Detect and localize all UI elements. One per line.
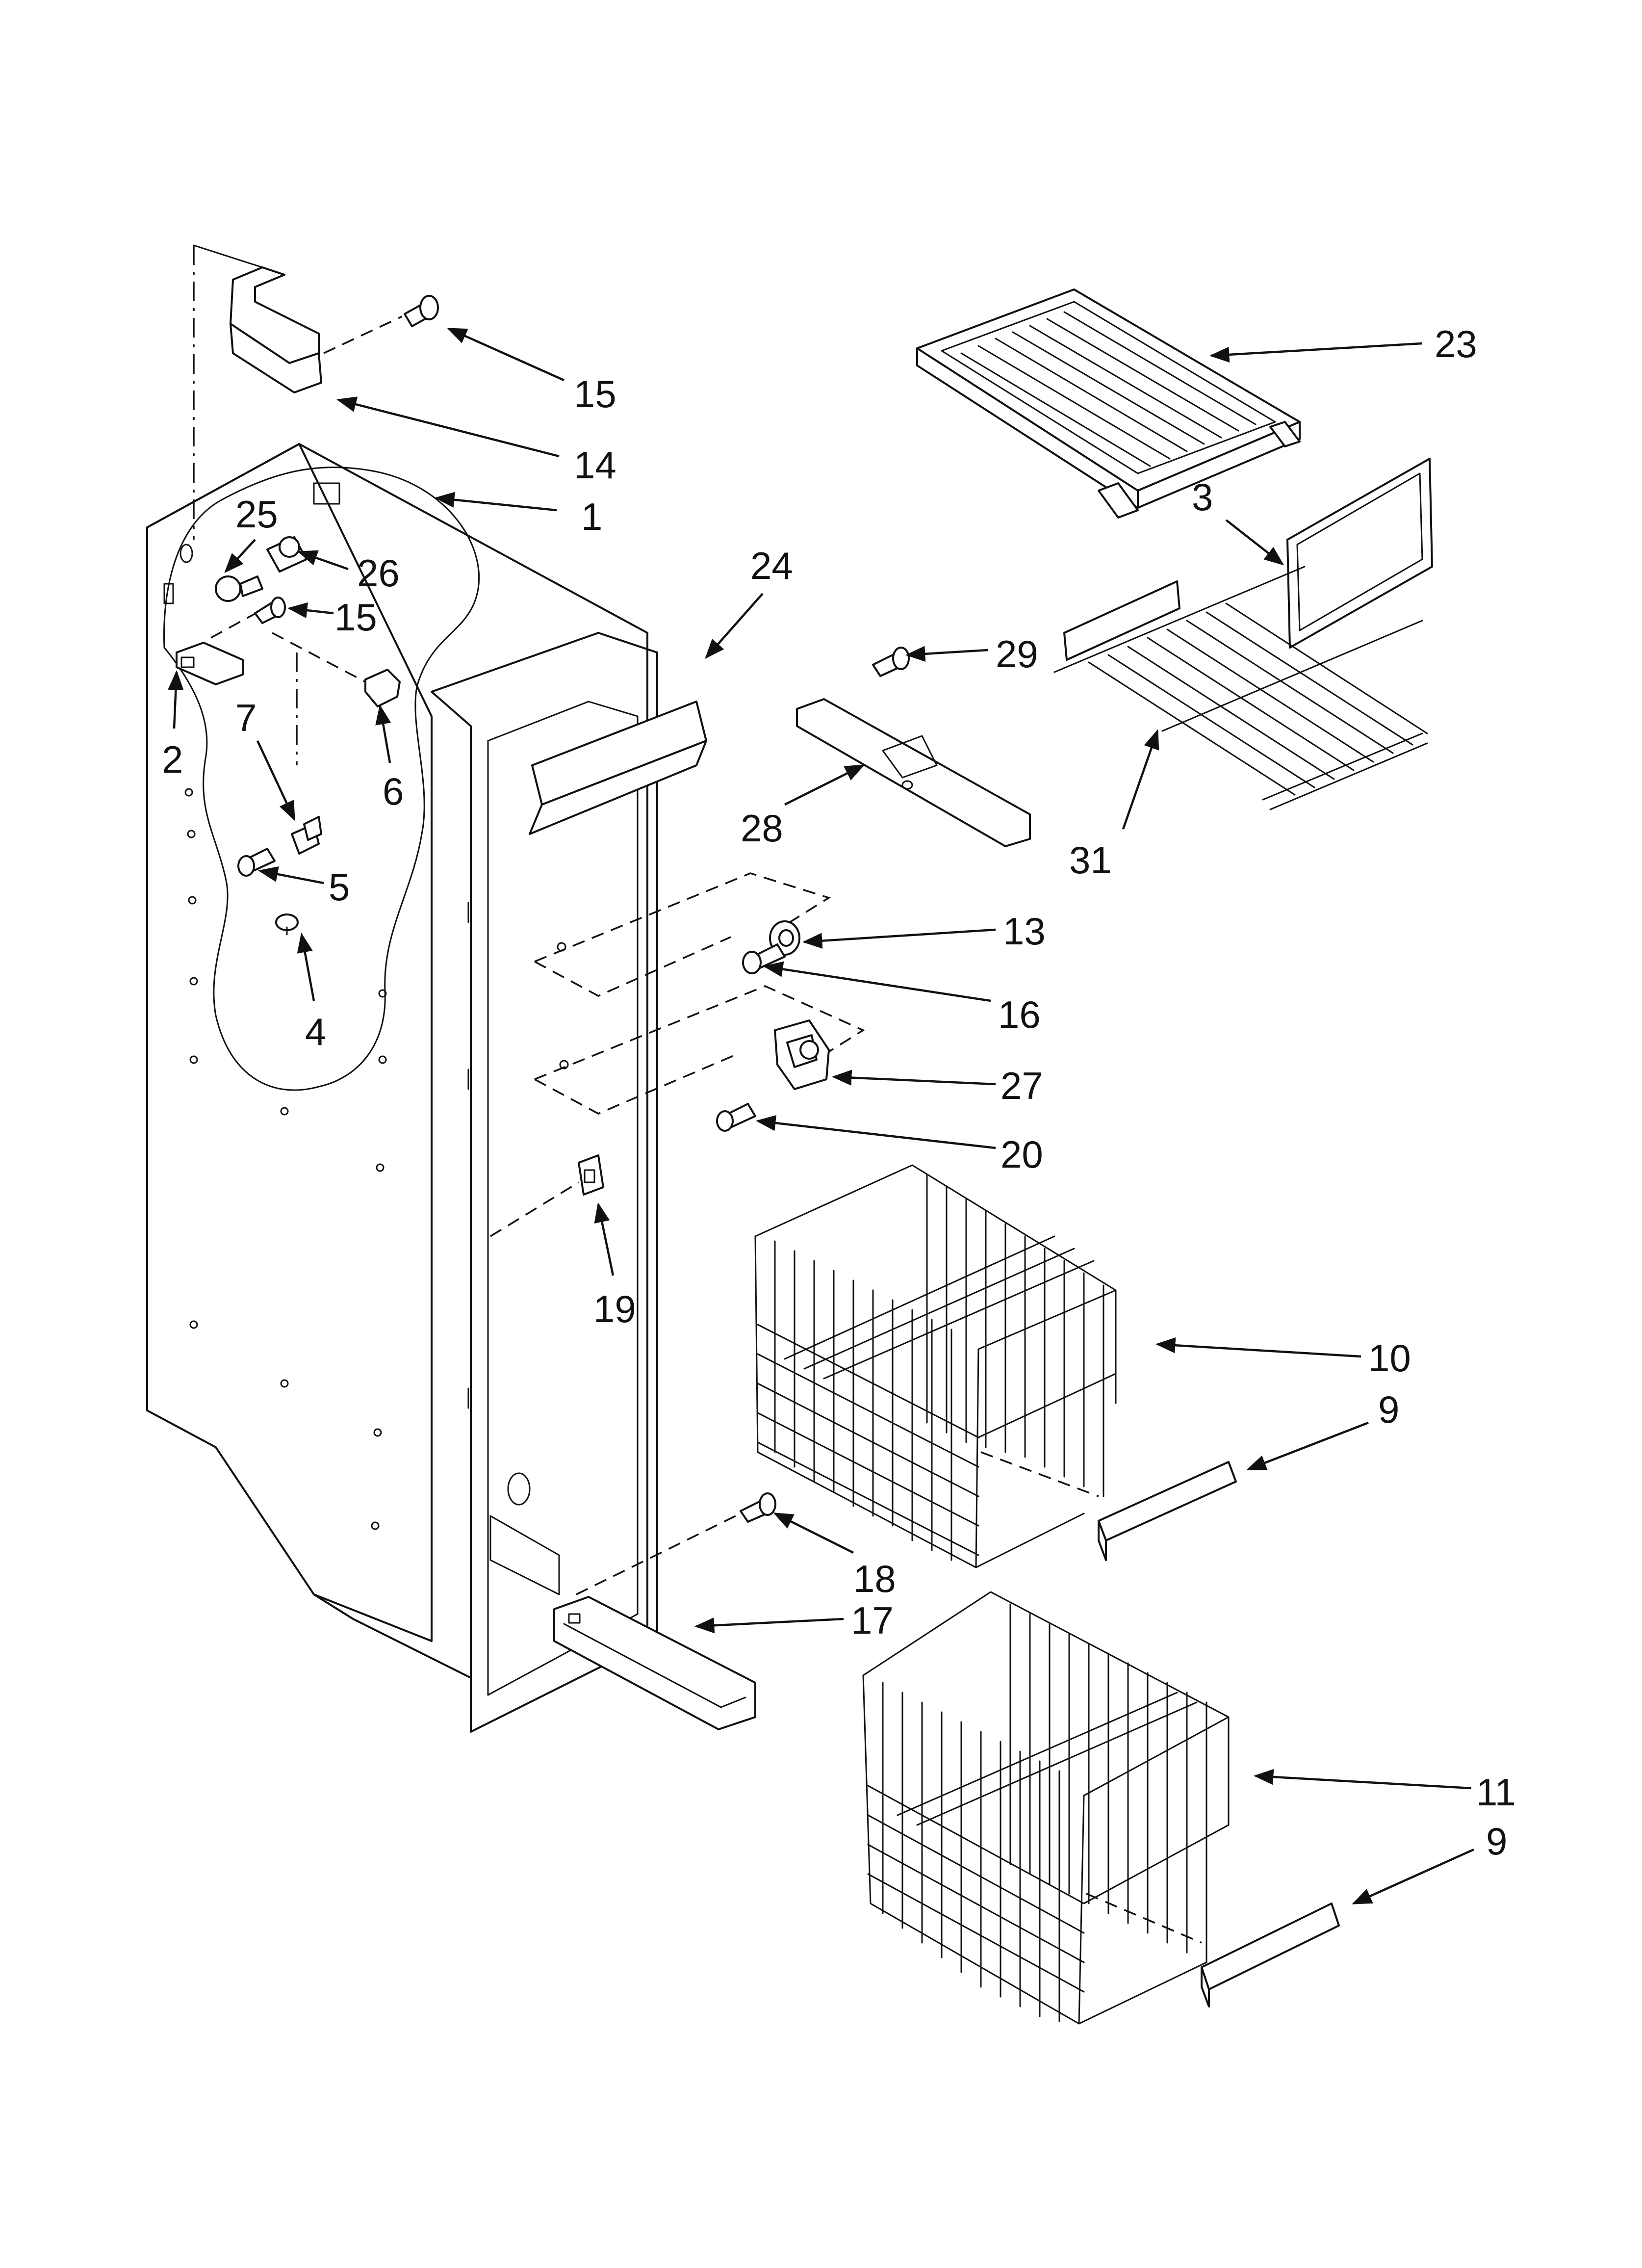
freezer-liner [146, 443, 658, 1733]
rail-17 [553, 1596, 756, 1730]
basket-trim-9-upper [980, 1451, 1237, 1561]
part-label-14: 14 [574, 443, 616, 487]
part-label-23: 23 [1435, 322, 1477, 365]
part-label-15-middle: 15 [334, 596, 377, 639]
duct-cover-24 [529, 701, 707, 835]
part-label-28: 28 [741, 807, 783, 850]
part-label-2: 2 [162, 738, 183, 781]
part-label-15-top: 15 [574, 372, 616, 416]
basket-11-wires [867, 1603, 1230, 2022]
stud-13 [742, 920, 800, 974]
part-label-9-lower: 9 [1486, 1820, 1507, 1863]
shelf-support-area [534, 872, 865, 1115]
part-label-7: 7 [235, 696, 257, 739]
part-label-3: 3 [1192, 475, 1213, 519]
part-label-5: 5 [329, 865, 350, 909]
part-label-11: 11 [1476, 1771, 1516, 1814]
part-label-16: 16 [998, 993, 1041, 1036]
basket-11 [862, 1591, 1230, 2025]
basket-10-wires [757, 1174, 1117, 1561]
rail-28 [796, 698, 1031, 847]
part-label-26: 26 [357, 551, 400, 595]
part-label-4: 4 [305, 1010, 326, 1053]
part-labels: 23 15 14 1 25 26 15 24 3 29 2 7 6 28 31 … [162, 322, 1516, 1863]
part-label-1: 1 [581, 495, 602, 538]
support-27 [774, 1019, 830, 1090]
screw-18 [576, 1492, 776, 1595]
light-switch-2 [176, 642, 244, 685]
liner-holes [184, 788, 569, 1530]
part-label-18: 18 [853, 1557, 896, 1600]
hinge-bracket [193, 244, 403, 540]
plug-4 [275, 913, 299, 936]
clip-6 [272, 632, 401, 765]
shelf-23 [916, 288, 1301, 519]
light-socket [210, 536, 308, 639]
part-label-9-upper: 9 [1378, 1388, 1399, 1431]
part-label-20: 20 [1001, 1133, 1043, 1176]
part-label-31: 31 [1069, 838, 1112, 882]
wire-shelf-31-rods [1088, 602, 1428, 796]
part-label-24: 24 [750, 544, 793, 587]
basket-10 [754, 1164, 1117, 1568]
part-label-6: 6 [383, 770, 404, 813]
screw-29 [872, 647, 910, 677]
wire-shelf-31 [1053, 566, 1428, 810]
screw-15-middle [254, 597, 286, 624]
part-label-25: 25 [235, 493, 278, 536]
shelf-frame-3 [1286, 458, 1433, 649]
part-label-27: 27 [1001, 1064, 1043, 1107]
part-label-29: 29 [996, 632, 1038, 676]
basket-trim-9-lower [1086, 1893, 1340, 2007]
shelf-23-rods [960, 311, 1257, 467]
screw-20 [716, 1103, 756, 1132]
part-label-13: 13 [1003, 910, 1046, 953]
part-label-19: 19 [593, 1287, 636, 1330]
connector-19 [490, 1154, 604, 1237]
part-label-10: 10 [1368, 1336, 1411, 1380]
screw-15-top [404, 295, 439, 327]
leader-arrows [168, 327, 1474, 1905]
screw-5 [237, 848, 276, 877]
bracket-7 [291, 816, 322, 855]
part-label-17: 17 [851, 1599, 894, 1642]
